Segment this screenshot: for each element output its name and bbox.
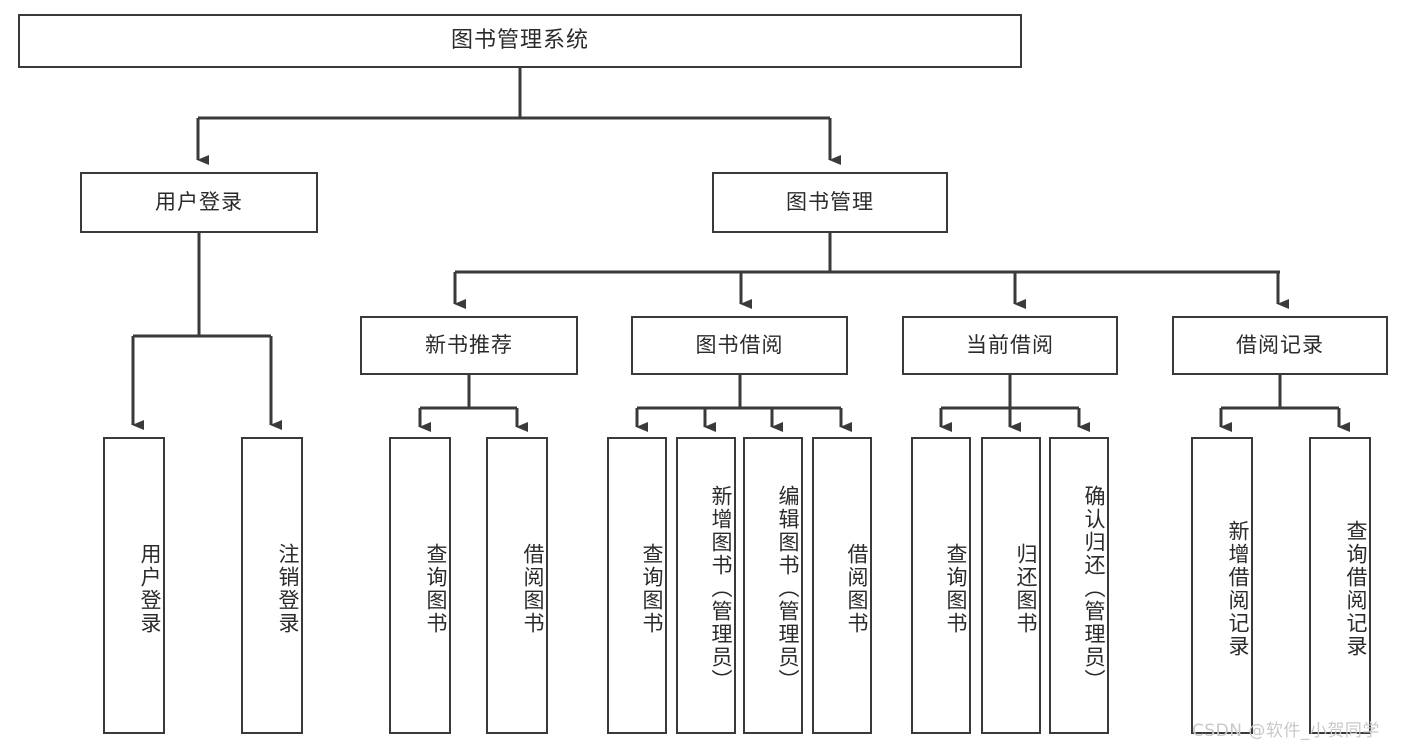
leaf-borrow-book[interactable]: 借阅图书	[812, 437, 872, 734]
leaf-query-book-borrow[interactable]: 查询图书	[607, 437, 667, 734]
leaf-query-borrow-record[interactable]: 查询借阅记录	[1309, 437, 1371, 734]
node-book-borrow[interactable]: 图书借阅	[631, 316, 848, 375]
node-root-system[interactable]: 图书管理系统	[18, 14, 1022, 68]
node-new-book-recommend[interactable]: 新书推荐	[360, 316, 578, 375]
leaf-query-book-new[interactable]: 查询图书	[389, 437, 451, 734]
leaf-edit-book-admin[interactable]: 编辑图书（管理员）	[743, 437, 803, 734]
node-current-borrow[interactable]: 当前借阅	[902, 316, 1118, 375]
node-book-manage[interactable]: 图书管理	[712, 172, 948, 233]
leaf-add-book-admin[interactable]: 新增图书（管理员）	[676, 437, 736, 734]
leaf-user-login[interactable]: 用户登录	[103, 437, 165, 734]
leaf-borrow-book-new[interactable]: 借阅图书	[486, 437, 548, 734]
leaf-confirm-return-admin[interactable]: 确认归还（管理员）	[1049, 437, 1109, 734]
node-borrow-record[interactable]: 借阅记录	[1172, 316, 1388, 375]
node-user-login[interactable]: 用户登录	[80, 172, 318, 233]
leaf-add-borrow-record[interactable]: 新增借阅记录	[1191, 437, 1253, 734]
csdn-watermark: CSDN @软件_小贺同学	[1192, 721, 1380, 741]
leaf-logout-login[interactable]: 注销登录	[241, 437, 303, 734]
leaf-query-book-current[interactable]: 查询图书	[911, 437, 971, 734]
leaf-return-book[interactable]: 归还图书	[981, 437, 1041, 734]
